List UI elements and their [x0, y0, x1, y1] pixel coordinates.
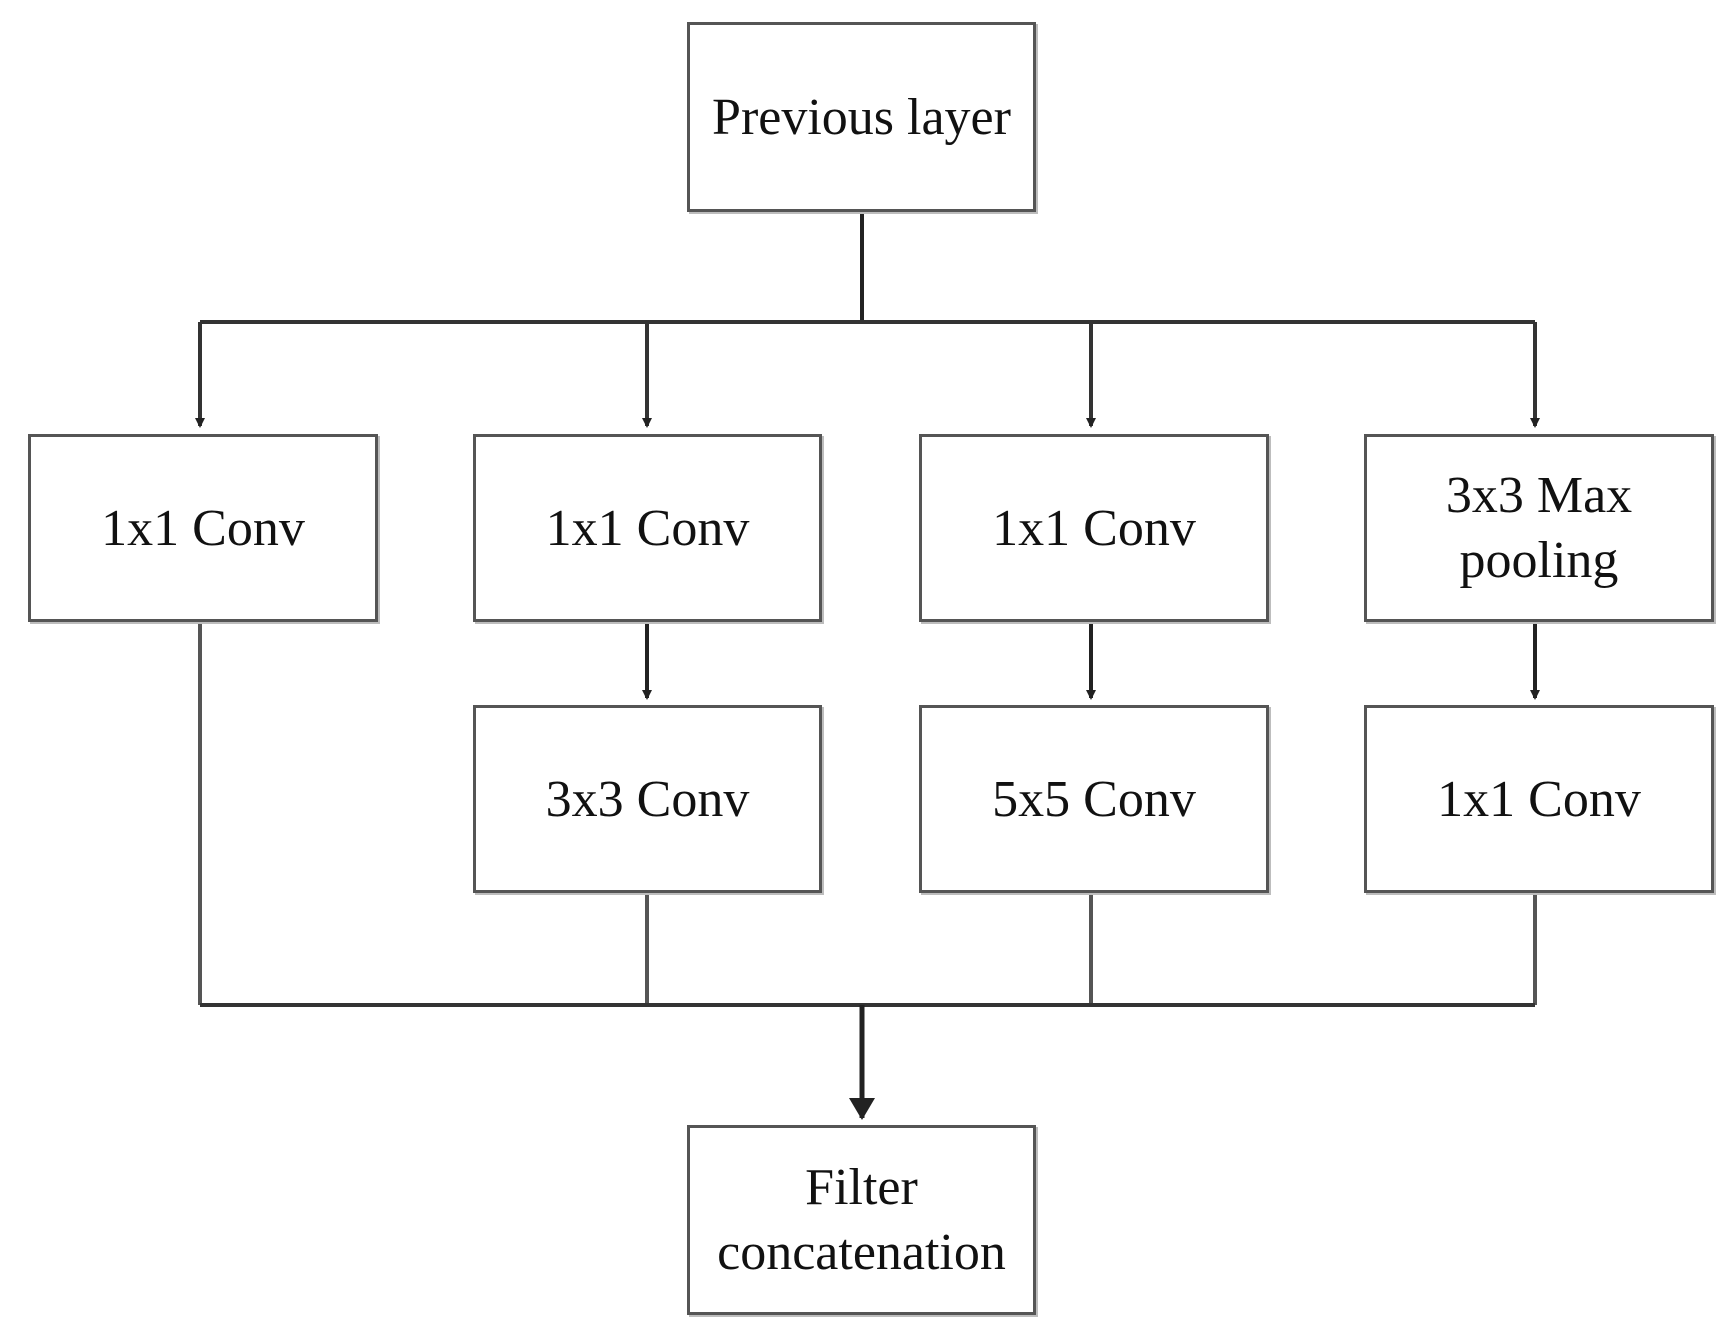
filter-concatenation-label: Filter concatenation — [717, 1159, 1006, 1281]
branch1-1x1-conv-box: 1x1 Conv — [28, 434, 378, 622]
branch4-1x1-conv-box: 1x1 Conv — [1364, 705, 1714, 893]
branch3-conv2-label: 5x5 Conv — [992, 770, 1196, 828]
branch2-conv2-label: 3x3 Conv — [545, 770, 750, 828]
branch3-conv1-label: 1x1 Conv — [992, 499, 1196, 557]
branch2-3x3-conv-box: 3x3 Conv — [473, 705, 822, 893]
branch1-conv-label: 1x1 Conv — [101, 499, 305, 557]
previous-layer-box: Previous layer — [687, 22, 1036, 212]
branch4-pool-label: 3x3 Max pooling — [1445, 467, 1633, 589]
filter-concatenation-box: Filter concatenation — [687, 1125, 1036, 1315]
branch4-conv-label: 1x1 Conv — [1437, 770, 1641, 828]
branch2-1x1-conv-box: 1x1 Conv — [473, 434, 822, 622]
branch3-1x1-conv-box: 1x1 Conv — [919, 434, 1269, 622]
branch3-5x5-conv-box: 5x5 Conv — [919, 705, 1269, 893]
branch2-conv1-label: 1x1 Conv — [545, 499, 750, 557]
branch4-max-pooling-box: 3x3 Max pooling — [1364, 434, 1714, 622]
previous-layer-label: Previous layer — [712, 88, 1011, 146]
